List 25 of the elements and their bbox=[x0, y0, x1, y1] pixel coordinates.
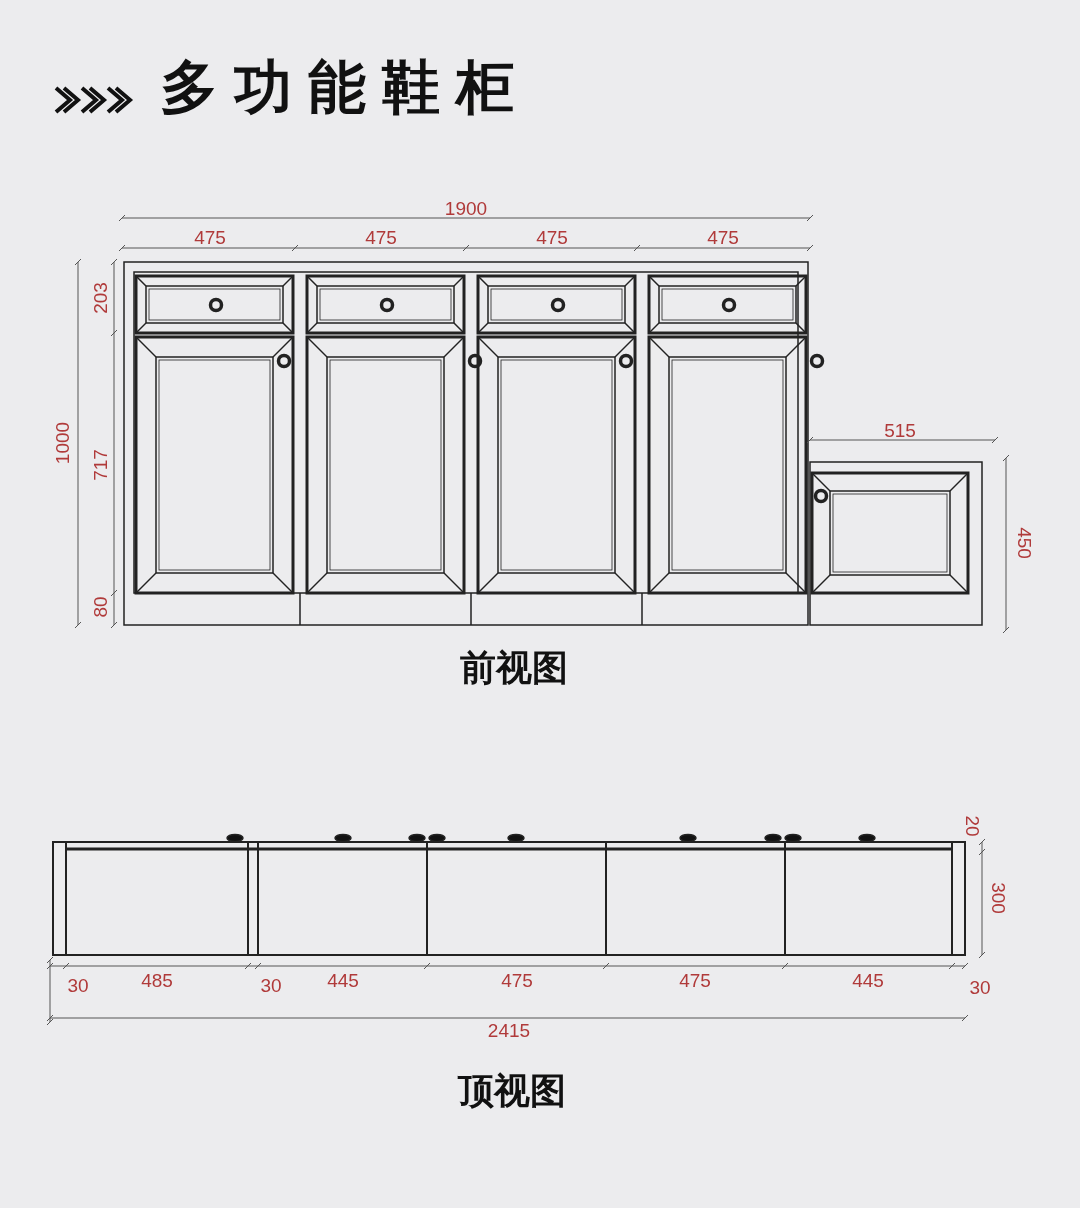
dimension-label: 515 bbox=[884, 420, 916, 440]
dimension-label: 30 bbox=[969, 977, 991, 997]
dimension-label: 445 bbox=[327, 970, 359, 990]
dimension-label: 475 bbox=[536, 227, 568, 247]
dimension-label: 20 bbox=[962, 815, 982, 837]
dimension-label: 1000 bbox=[52, 421, 72, 465]
dimension-label: 300 bbox=[988, 882, 1008, 914]
dimension-label: 30 bbox=[67, 975, 89, 995]
dimension-label: 475 bbox=[679, 970, 711, 990]
dimension-label: 485 bbox=[141, 970, 173, 990]
dimension-label: 203 bbox=[90, 282, 110, 314]
dimension-label: 445 bbox=[852, 970, 884, 990]
view-title: 前视图 bbox=[460, 649, 568, 685]
dimension-label: 475 bbox=[194, 227, 226, 247]
dimension-label: 450 bbox=[1014, 527, 1034, 559]
dimension-label: 475 bbox=[707, 227, 739, 247]
dimension-label: 1900 bbox=[444, 198, 488, 218]
title: 多功能鞋柜 bbox=[160, 56, 530, 120]
dimension-label: 475 bbox=[365, 227, 397, 247]
dimension-label: 30 bbox=[260, 975, 282, 995]
dimension-label: 2415 bbox=[487, 1020, 531, 1040]
dimension-label: 80 bbox=[90, 596, 110, 618]
view-title: 顶视图 bbox=[458, 1072, 566, 1108]
dimension-label: 475 bbox=[501, 970, 533, 990]
dimension-label: 717 bbox=[90, 449, 110, 481]
